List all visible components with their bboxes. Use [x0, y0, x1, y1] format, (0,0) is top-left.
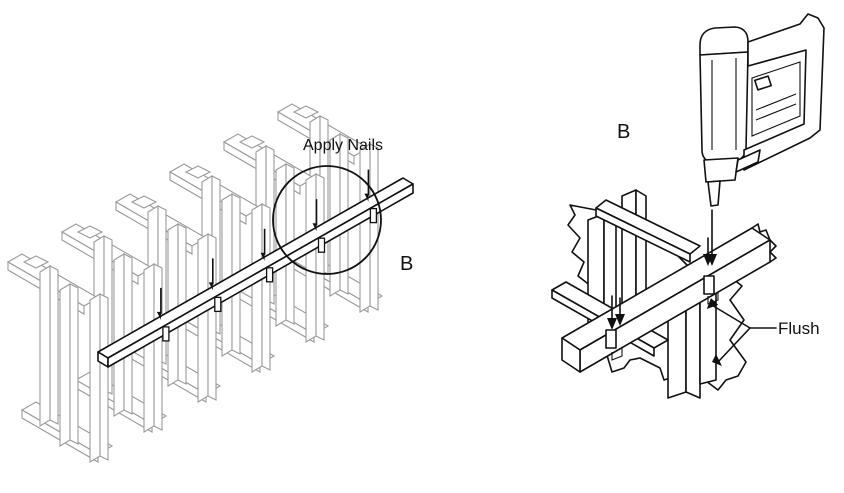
frame-post: [251, 203, 263, 373]
detail-highlight-circle: [272, 165, 382, 275]
nailer-cap: [699, 26, 749, 56]
nailer-body: [699, 51, 749, 164]
frame-post-side: [99, 293, 109, 461]
nail-arrow: [260, 228, 266, 261]
fence-frames: [6, 103, 384, 463]
frame-post-side: [261, 203, 271, 371]
frame-post-side: [207, 233, 217, 401]
flush-label: Flush: [778, 319, 820, 338]
detail-nail-arrows: [607, 209, 717, 330]
frame-post: [59, 283, 71, 447]
frame-block: [184, 165, 212, 179]
frame-post: [221, 193, 233, 357]
rail-notch: [265, 267, 274, 283]
frame-block: [238, 135, 266, 149]
rail-notch: [162, 326, 170, 342]
rail-side-face: [107, 183, 414, 368]
rail-beam: [97, 177, 414, 368]
rail-notch: [214, 296, 222, 313]
left-fence-assembly: Apply Nails B: [6, 103, 414, 463]
frame-block: [22, 255, 50, 269]
frame-post: [197, 233, 209, 403]
frame-post: [113, 253, 125, 417]
right-detail-assembly: B: [551, 13, 825, 399]
left-section-letter: B: [400, 253, 413, 275]
frame-post: [305, 173, 317, 343]
frame-post: [167, 223, 179, 387]
frame-detail: [551, 189, 777, 399]
frame-post: [143, 263, 155, 433]
frame-post-side: [69, 283, 79, 445]
nail-arrow: [156, 287, 162, 320]
frame-post-side: [153, 263, 163, 431]
flush-callout: Flush: [706, 298, 820, 366]
right-section-letter: B: [617, 121, 630, 143]
nail-arrow: [208, 258, 214, 291]
frame-post-side: [49, 265, 59, 425]
frame-post: [359, 143, 371, 313]
frame-block: [76, 225, 104, 239]
rail-notch-1: [605, 329, 617, 349]
rail-notches: [162, 207, 378, 342]
apply-nails-label: Apply Nails: [303, 137, 383, 154]
fence-frame: [60, 223, 168, 433]
frame-post-side: [369, 143, 379, 311]
nail-arrow: [364, 169, 370, 202]
frame-block: [292, 105, 320, 119]
frame-post: [89, 293, 101, 463]
nailer-tip: [707, 180, 721, 207]
nail-gun-icon: [699, 13, 825, 207]
frame-block: [130, 195, 158, 209]
nail-arrow: [312, 199, 318, 232]
nail-arrows: [156, 169, 370, 320]
front-rail-end: [561, 337, 581, 373]
rail-notch: [369, 207, 378, 224]
fence-frame: [6, 253, 114, 463]
nailer-magazine: [743, 13, 825, 171]
rail-notch-2: [703, 275, 715, 295]
frame-post-side: [315, 173, 325, 341]
frame-post: [39, 265, 51, 427]
rail-notch: [317, 237, 326, 253]
nailer-nose: [703, 157, 739, 183]
